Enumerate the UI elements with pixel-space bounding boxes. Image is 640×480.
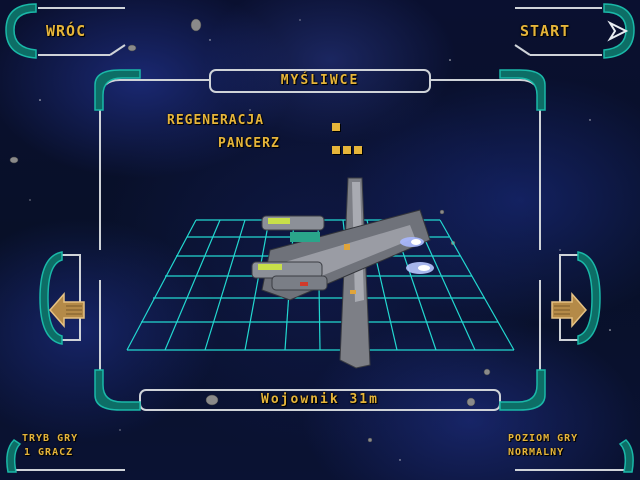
stat-pip [354,146,362,154]
next-ship-button[interactable] [548,288,588,332]
game-mode-label: TRYB GRY [22,433,79,444]
left-arrow-icon [49,292,85,328]
stat-pip [343,146,351,154]
stat-label-regeneration: REGENERACJA [167,113,265,128]
start-arrow-icon [607,20,629,42]
start-button-label: START [520,22,571,40]
stat-pip [332,146,340,154]
difficulty-label: POZIOM GRY [508,433,579,444]
ship-name: Wojownik 31m [261,392,379,407]
previous-ship-button[interactable] [48,288,88,332]
stat-pip [332,123,340,131]
game-mode-value: 1 GRACZ [24,447,74,458]
back-button[interactable]: WRÓC [20,12,120,52]
fighter-ship [251,177,434,369]
asteroid-group [9,18,491,443]
back-button-label: WRÓC [46,22,87,40]
difficulty-selector[interactable]: POZIOM GRY NORMALNY [500,430,626,466]
difficulty-value: NORMALNY [508,447,565,458]
right-arrow-icon [551,292,587,328]
start-button[interactable]: START [515,12,630,52]
stat-pips-armor [332,139,365,158]
panel-title: MYŚLIWCE [280,73,360,88]
stat-label-armor: PANCERZ [218,136,280,151]
game-mode-selector[interactable]: TRYB GRY 1 GRACZ [14,430,124,466]
stat-pips-regeneration [332,116,343,135]
